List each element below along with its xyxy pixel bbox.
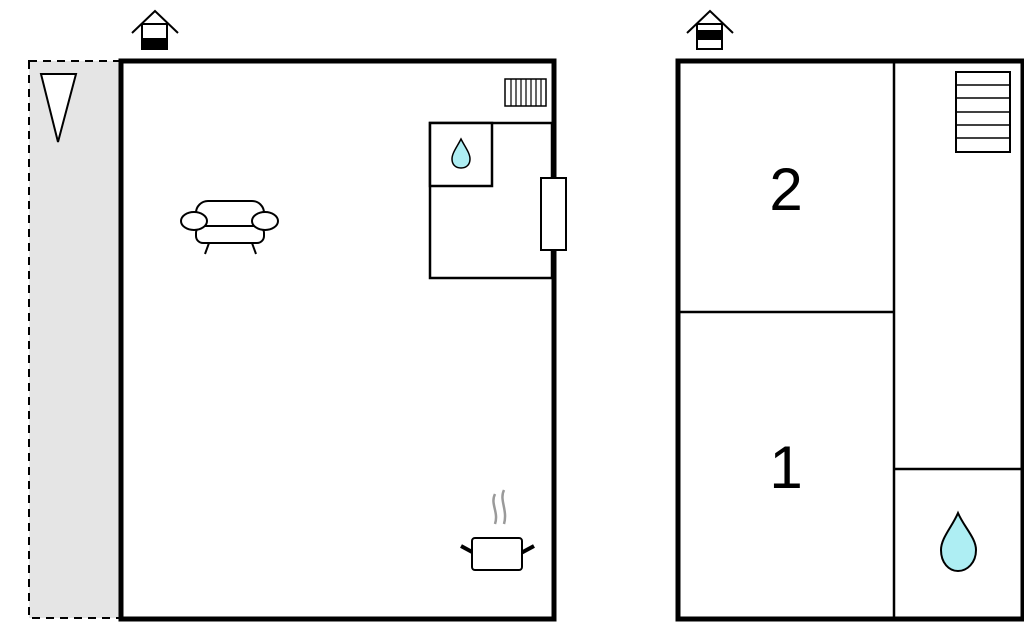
upper-floor-plan: 2 1 (675, 9, 1024, 622)
terrace-area (28, 60, 121, 619)
water-drop-icon (451, 137, 471, 169)
sofa-icon (180, 200, 279, 255)
water-drop-icon (939, 510, 978, 573)
room-number-1: 1 (769, 434, 802, 501)
house-level-icon (686, 9, 734, 50)
cooking-pot-icon (460, 489, 535, 571)
room-number-2: 2 (769, 156, 802, 223)
triangle-marker-icon (39, 73, 78, 143)
ground-floor-plan (28, 9, 567, 622)
radiator-icon (504, 78, 547, 107)
stairs-icon (955, 71, 1011, 153)
house-level-icon (131, 9, 179, 50)
shower-area (428, 121, 494, 188)
window-icon (540, 177, 567, 251)
